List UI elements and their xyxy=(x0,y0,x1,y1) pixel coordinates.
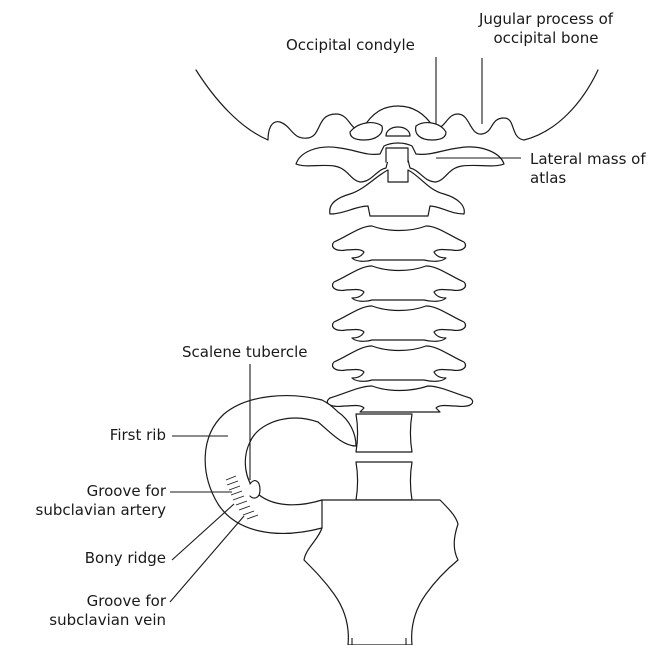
label-first-rib: First rib xyxy=(10,426,166,445)
label-lateral-mass: Lateral mass of atlas xyxy=(530,150,646,188)
manubrium xyxy=(304,500,458,645)
label-bony-ridge: Bony ridge xyxy=(10,549,166,568)
cervical-vertebrae xyxy=(327,226,472,412)
label-jugular-process-line2: occipital bone xyxy=(456,29,636,48)
label-scalene-tubercle: Scalene tubercle xyxy=(182,343,307,362)
label-groove-artery-line2: subclavian artery xyxy=(10,501,166,520)
label-occipital-condyle: Occipital condyle xyxy=(286,36,415,55)
label-groove-vein-line1: Groove for xyxy=(10,592,166,611)
label-groove-artery: Groove for subclavian artery xyxy=(10,482,166,520)
label-groove-vein-line2: subclavian vein xyxy=(10,611,166,630)
label-jugular-process: Jugular process of occipital bone xyxy=(456,10,636,48)
t1-vertebra xyxy=(356,414,412,452)
label-jugular-process-line1: Jugular process of xyxy=(456,10,636,29)
label-lateral-mass-line2: atlas xyxy=(530,169,646,188)
label-lateral-mass-line1: Lateral mass of xyxy=(530,150,646,169)
label-groove-vein: Groove for subclavian vein xyxy=(10,592,166,630)
label-groove-artery-line1: Groove for xyxy=(10,482,166,501)
